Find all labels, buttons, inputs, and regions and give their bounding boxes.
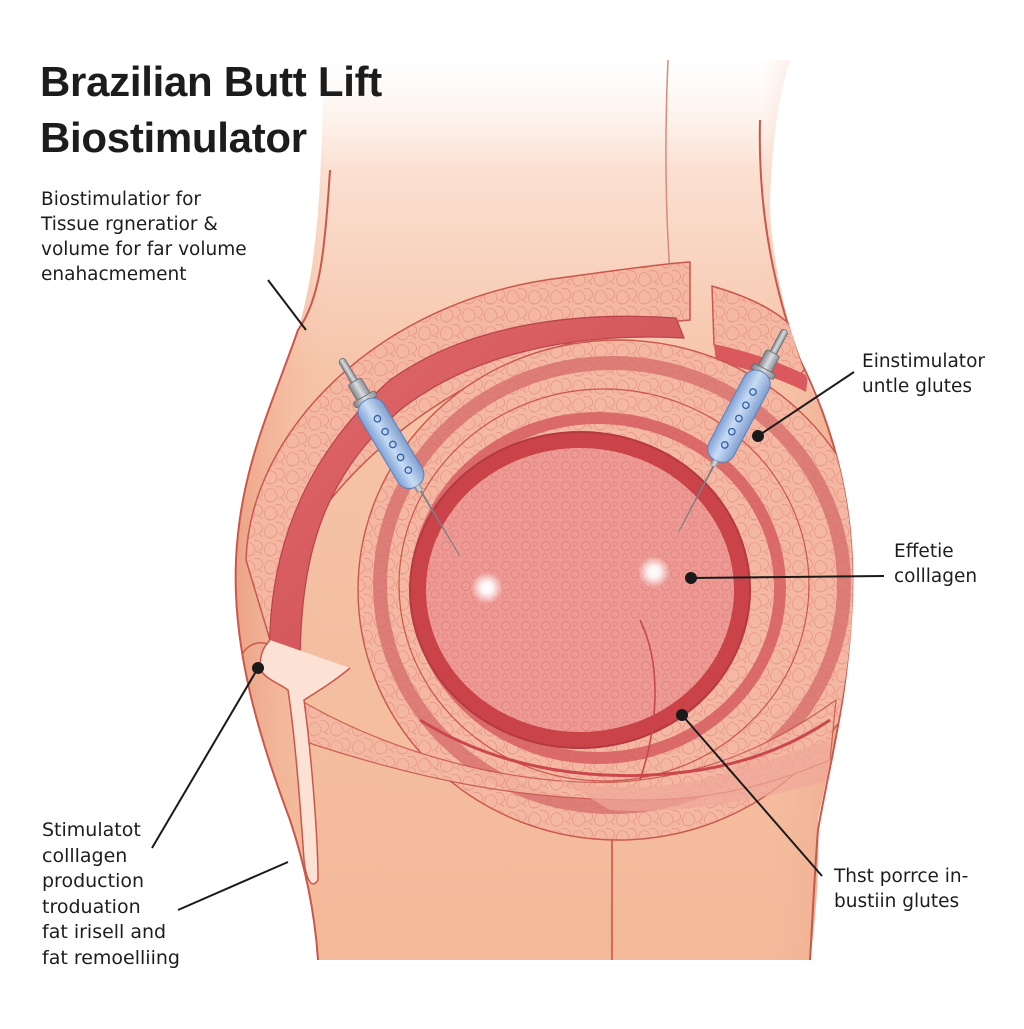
diagram-title: Brazilian Butt Lift Biostimulator — [40, 54, 382, 166]
label-line: Effetie — [894, 541, 954, 562]
label-top-left: Biostimulatior for Tissue rgneratior & v… — [41, 187, 247, 287]
leader-line-top-left — [267, 279, 307, 331]
leader-line-bottom-left-2 — [177, 861, 289, 911]
label-line: enahacmement — [41, 264, 187, 285]
label-line: troduation — [42, 895, 141, 918]
syringe-right-icon — [678, 329, 788, 532]
title-line-2: Biostimulator — [40, 114, 307, 161]
label-line: colllagen — [894, 566, 978, 587]
injection-glow-left-icon — [471, 572, 503, 604]
label-line: fat irisell and — [42, 921, 167, 943]
leader-line-right-upper — [757, 371, 855, 437]
leader-line-bottom-right — [681, 714, 823, 877]
label-line: Biostimulatior for — [41, 189, 202, 210]
injection-glow-right-icon — [638, 556, 670, 588]
label-right-middle: Effetie colllagen — [894, 539, 977, 589]
label-line: volume for far volume — [41, 239, 247, 260]
label-line: fat remoelliing — [42, 946, 180, 969]
label-line: production — [42, 870, 145, 892]
label-line: colllagen — [42, 844, 128, 867]
tissue-layers — [239, 261, 853, 885]
label-line: untle glutes — [862, 376, 972, 397]
label-bottom-right: Thst porrce in- bustiin glutes — [834, 864, 968, 914]
label-right-upper: Einstimulator untle glutes — [862, 349, 985, 399]
syringe-left-icon — [338, 358, 461, 557]
leader-line-bottom-left-1 — [151, 667, 259, 849]
label-bottom-left: Stimulatot colllagen production troduati… — [42, 818, 180, 971]
leader-line-right-middle — [690, 575, 885, 579]
leader-lines — [151, 279, 885, 911]
title-line-1: Brazilian Butt Lift — [40, 58, 382, 105]
label-line: Thst porrce in- — [834, 866, 969, 887]
label-line: bustiin glutes — [834, 891, 960, 912]
label-line: Tissue rgneratior & — [41, 214, 218, 235]
label-line: Einstimulator — [862, 351, 985, 372]
label-line: Stimulatot — [42, 819, 141, 841]
